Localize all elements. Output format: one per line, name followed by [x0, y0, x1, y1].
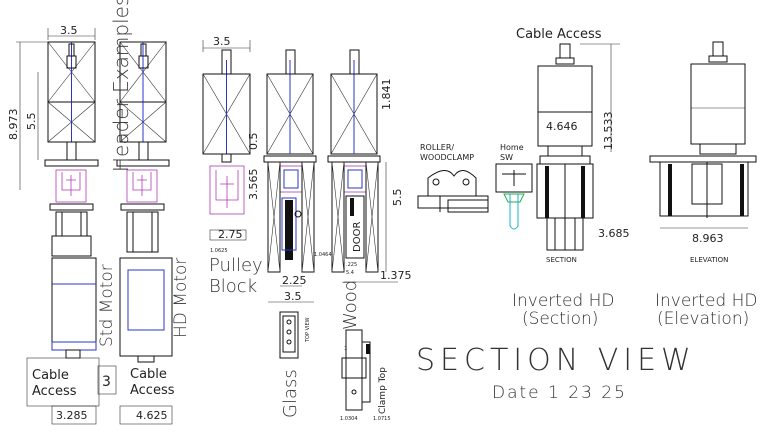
box-3-label: 3	[102, 374, 111, 390]
roller-woodclamp-label-1: ROLLER/	[420, 143, 454, 152]
hd-motor-label: HD Motor	[171, 258, 191, 338]
dim-0-5: 0.5	[247, 133, 260, 151]
dim-1-0625: 1.0625	[210, 248, 228, 254]
dim-4-625: 4.625	[136, 409, 168, 422]
header-examples-label: Header Examples	[109, 0, 133, 172]
std-motor-assembly: 3.5 Cable Access 3 3.285 Std Motor	[26, 24, 117, 425]
wood-clamp-mark-1: 1	[344, 346, 347, 352]
roller-woodclamp-label-2: WOODCLAMP	[420, 153, 474, 162]
std-motor-label: Std Motor	[97, 264, 117, 347]
top-view-label: TOP VIEW	[305, 317, 311, 343]
cable-access-top-label: Cable Access	[516, 27, 602, 42]
inverted-hd-section: Cable Access 13.533 4.646 SECTION 3.685 …	[512, 27, 630, 329]
pulley-block-assembly: 3.5 2.75 1.0625 3.565 0.5 Pulley Block	[202, 35, 263, 297]
inverted-hd-elevation-label-1: Inverted HD	[655, 291, 758, 311]
date-label: Date 1 23 25	[492, 383, 627, 403]
cable-access-label-1b: Access	[32, 384, 77, 399]
dim-1-0464: 1.0464	[314, 252, 332, 258]
pulley-label-2: Block	[209, 276, 257, 297]
section-label: SECTION	[546, 256, 577, 264]
left-vertical-dims: 8.973 5.5	[7, 41, 48, 190]
dim-5-5-left: 5.5	[25, 113, 38, 131]
dim-1-0304: 1.0304	[340, 416, 358, 422]
home-sw-label-2: SW	[500, 153, 513, 162]
wood-label: Wood	[340, 280, 361, 330]
glass-header-assembly: 1.0464 2.25 3.5 TOP VIEW Glass	[263, 49, 332, 418]
dim-1-0715: 1.0715	[373, 416, 391, 422]
dim-5-4: 5.4	[346, 270, 354, 276]
pulley-label-1: Pulley	[209, 255, 263, 276]
dim-3-565: 3.565	[247, 169, 260, 201]
dim-8-973: 8.973	[7, 109, 20, 141]
clamp-top-label: Clamp Top	[378, 367, 388, 414]
home-sw-label-1: Home	[500, 143, 524, 152]
dim-5-5-right: 5.5	[391, 189, 404, 207]
dim-3-5-bottom: 3.5	[284, 290, 302, 303]
roller-woodclamp-detail: ROLLER/ WOODCLAMP	[417, 143, 489, 213]
dim-2-75: 2.75	[218, 228, 243, 241]
dim-3-5-mid: 3.5	[213, 35, 231, 48]
dim-3-285: 3.285	[56, 409, 88, 422]
elevation-label: ELEVATION	[690, 256, 728, 264]
home-switch-detail: Home SW	[495, 143, 533, 230]
inverted-hd-section-label-1: Inverted HD	[512, 291, 615, 311]
dim-3-5-left: 3.5	[60, 24, 78, 37]
dim-4-646: 4.646	[546, 120, 578, 133]
dim-13-533: 13.533	[602, 112, 615, 151]
cable-access-label-2: Cable	[130, 367, 167, 382]
section-view-title: SECTION VIEW	[416, 343, 696, 378]
hd-motor-assembly: Cable Access 4.625 HD Motor Header Examp…	[109, 0, 191, 425]
inverted-hd-elevation: 8.963 ELEVATION Inverted HD (Elevation)	[649, 41, 758, 329]
dim-1-841: 1.841	[380, 79, 393, 111]
dim-1-375: 1.375	[380, 269, 412, 282]
door-label: DOOR	[352, 222, 363, 252]
dim-2-25: 2.25	[282, 274, 307, 287]
inverted-hd-section-label-2: (Section)	[522, 309, 598, 329]
cable-access-label-2b: Access	[130, 383, 175, 398]
title-block: SECTION VIEW Date 1 23 25	[416, 343, 696, 403]
wood-header-assembly: 1.841 DOOR .225 5.4 5.5 1.375 1 Clamp To…	[327, 49, 412, 422]
inverted-hd-elevation-label-2: (Elevation)	[657, 309, 749, 329]
dim-8-963: 8.963	[692, 232, 724, 245]
glass-label: Glass	[280, 369, 301, 418]
dim-225: .225	[346, 262, 357, 268]
cable-access-label-1: Cable	[32, 368, 69, 383]
dim-3-685: 3.685	[598, 227, 630, 240]
